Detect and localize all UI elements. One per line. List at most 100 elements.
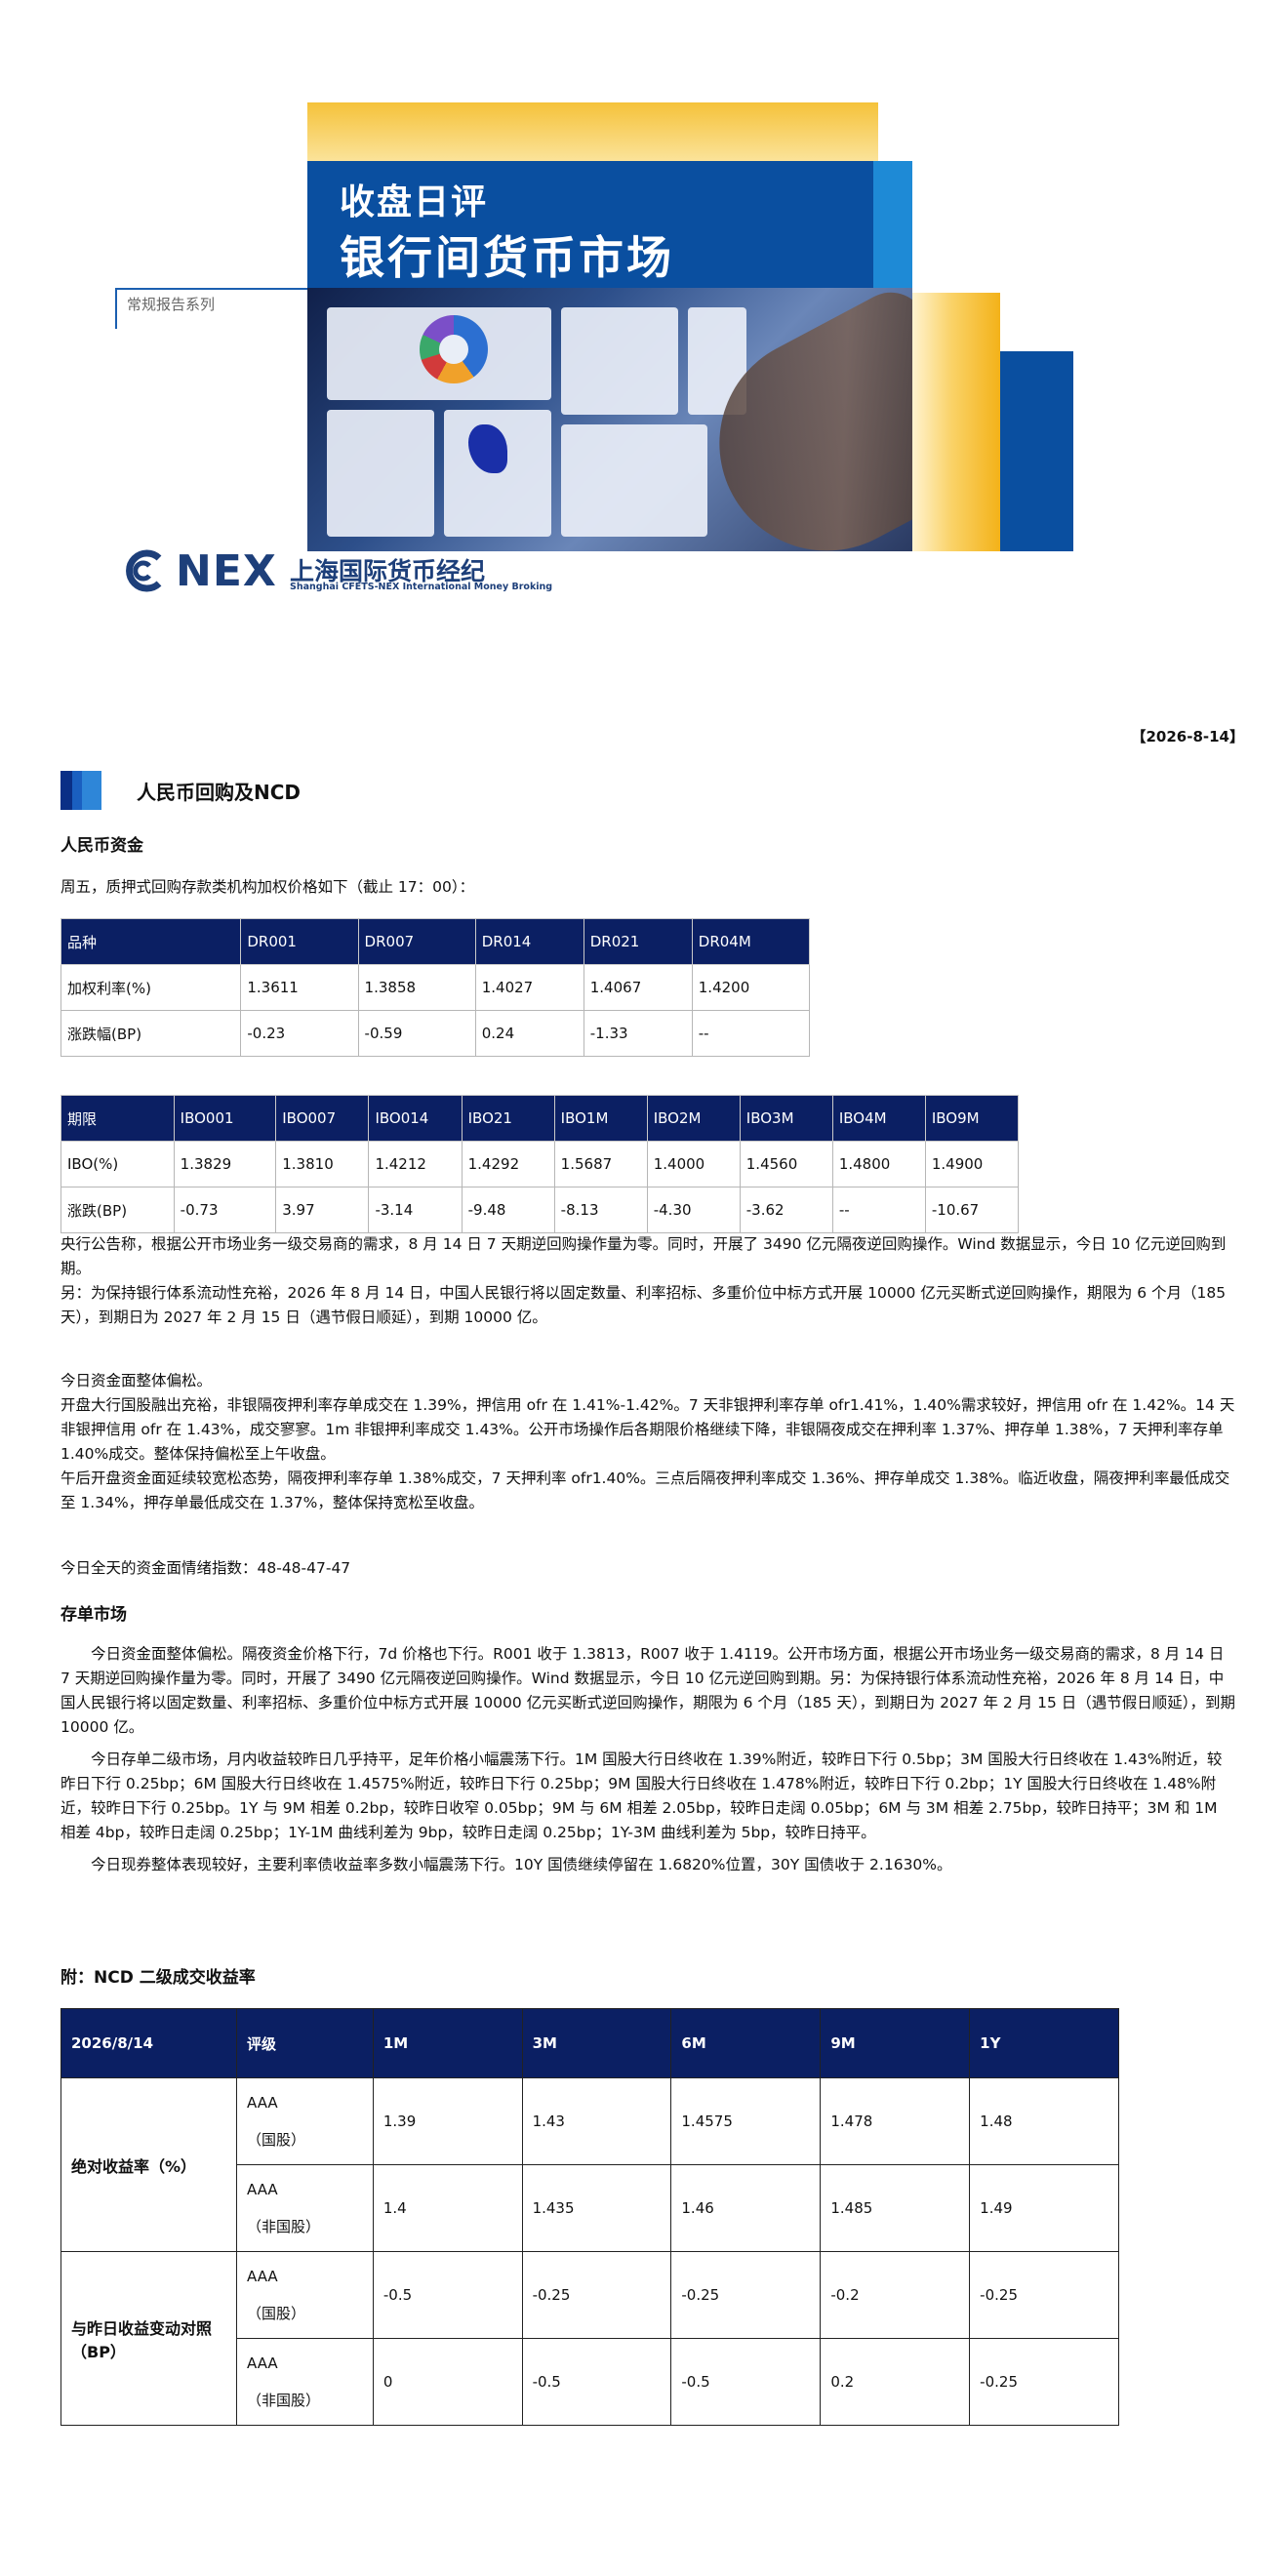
- table-header-cell: IBO9M: [924, 1095, 1020, 1142]
- table-cell: IBO(%): [60, 1141, 175, 1187]
- table-cell: -0.2: [820, 2251, 971, 2339]
- table-header-cell: 3M: [521, 2008, 672, 2078]
- section-title: 人民币回购及NCD: [137, 781, 302, 804]
- table-cell: 1.4800: [831, 1141, 926, 1187]
- table-cell: -3.14: [368, 1187, 463, 1233]
- rmb-funds-intro: 周五，质押式回购存款类机构加权价格如下（截止 17：00）：: [60, 878, 475, 896]
- table-cell: 1.4292: [461, 1141, 555, 1187]
- table-cell: --: [691, 1010, 811, 1057]
- series-label: 常规报告系列: [127, 296, 216, 313]
- series-rule-vertical: [115, 288, 117, 329]
- table-cell: 涨跌幅(BP): [60, 1010, 242, 1057]
- table-header-cell: 9M: [820, 2008, 971, 2078]
- table-cell: -1.33: [583, 1010, 693, 1057]
- table-cell: -0.5: [372, 2251, 523, 2339]
- table-cell: 1.4200: [691, 964, 811, 1011]
- table-cell: 1.435: [521, 2164, 672, 2252]
- table-header-cell: IBO1M: [553, 1095, 648, 1142]
- table-cell: -0.25: [969, 2338, 1119, 2426]
- cover-yellow-fade: [912, 293, 1000, 551]
- cd-market-heading: 存单市场: [60, 1605, 127, 1625]
- table-cell: -0.25: [670, 2251, 822, 2339]
- table-cell: -9.48: [461, 1187, 555, 1233]
- table-cell: 0: [372, 2338, 523, 2426]
- pboc-announcement: 央行公告称，根据公开市场业务一级交易商的需求，8 月 14 日 7 天期逆回购操…: [60, 1232, 1236, 1330]
- table-header-cell: IBO3M: [739, 1095, 833, 1142]
- table-cell: 1.3858: [357, 964, 476, 1011]
- table-header-row: 2026/8/14 评级 1M 3M 6M 9M 1Y: [60, 2008, 1119, 2078]
- table-cell: 1.4212: [368, 1141, 463, 1187]
- table-cell: 1.4: [372, 2164, 523, 2252]
- cover-tablet-photo: [307, 288, 912, 551]
- table-row: AAA （非国股） 1.4 1.435 1.46 1.485 1.49: [61, 2164, 1119, 2252]
- cover-yellow-bar: [307, 102, 878, 161]
- paragraph: 开盘大行国股融出充裕，非银隔夜押利率存单成交在 1.39%，押信用 ofr 在 …: [60, 1396, 1235, 1463]
- table-row: 涨跌幅(BP) -0.23 -0.59 0.24 -1.33 --: [60, 1010, 811, 1057]
- table-cell: 1.4027: [474, 964, 584, 1011]
- table-row: 与昨日收益变动对照（BP） AAA （国股） -0.5 -0.25 -0.25 …: [60, 2251, 1119, 2426]
- table-header-cell: IBO014: [368, 1095, 463, 1142]
- grade-bottom: （国股）: [247, 2305, 306, 2322]
- funding-commentary: 今日资金面整体偏松。 开盘大行国股融出充裕，非银隔夜押利率存单成交在 1.39%…: [60, 1369, 1236, 1515]
- table-row: IBO(%) 1.3829 1.3810 1.4212 1.4292 1.568…: [60, 1141, 1020, 1187]
- table-header-cell: 期限: [60, 1095, 175, 1142]
- table-cell: -4.30: [646, 1187, 741, 1233]
- paragraph: 午后开盘资金面延续较宽松态势，隔夜押利率存单 1.38%成交，7 天押利率 of…: [60, 1469, 1230, 1511]
- table-cell: 1.4900: [924, 1141, 1020, 1187]
- table-cell: 0.2: [820, 2338, 971, 2426]
- table-header-row: 品种 DR001 DR007 DR014 DR021 DR04M: [60, 918, 811, 965]
- cover-title-line2: 银行间货币市场: [340, 231, 674, 284]
- table-header-cell: DR04M: [691, 918, 811, 965]
- table-cell: 1.4067: [583, 964, 693, 1011]
- table-cell: 加权利率(%): [60, 964, 242, 1011]
- table-header-cell: IBO2M: [646, 1095, 741, 1142]
- table-cell: -0.59: [357, 1010, 476, 1057]
- grade-bottom: （非国股）: [247, 2392, 321, 2409]
- table-cell: 1.485: [820, 2164, 971, 2252]
- table-header-cell: DR001: [240, 918, 359, 965]
- cover-title-strip: [873, 161, 912, 288]
- grade-top: AAA: [247, 2094, 278, 2112]
- table-cell: 涨跌(BP): [60, 1187, 175, 1233]
- table-cell: 1.43: [521, 2077, 672, 2165]
- table-header-cell: IBO21: [461, 1095, 555, 1142]
- table-header-row: 期限 IBO001 IBO007 IBO014 IBO21 IBO1M IBO2…: [60, 1095, 1020, 1142]
- table-row: 涨跌(BP) -0.73 3.97 -3.14 -9.48 -8.13 -4.3…: [60, 1187, 1020, 1233]
- paragraph: 今日资金面整体偏松。隔夜资金价格下行，7d 价格也下行。R001 收于 1.38…: [60, 1645, 1235, 1736]
- table-header-cell: 1Y: [969, 2008, 1119, 2078]
- nex-logo-icon: [126, 549, 162, 592]
- table-cell: --: [831, 1187, 926, 1233]
- paragraph: 今日现券整体表现较好，主要利率债收益率多数小幅震荡下行。10Y 国债继续停留在 …: [91, 1856, 952, 1873]
- paragraph: 今日资金面整体偏松。: [60, 1372, 213, 1389]
- appendix-title: 附：NCD 二级成交收益率: [60, 1968, 256, 1988]
- table-cell: -0.73: [173, 1187, 277, 1233]
- paragraph: 另：为保持银行体系流动性充裕，2026 年 8 月 14 日，中国人民银行将以固…: [60, 1284, 1227, 1326]
- table-cell: 1.4575: [670, 2077, 822, 2165]
- grade-top: AAA: [247, 2355, 278, 2372]
- table-header-cell: IBO001: [173, 1095, 277, 1142]
- table-cell: 1.46: [670, 2164, 822, 2252]
- cover-blue-square: [1000, 351, 1073, 551]
- cover-title-line1: 收盘日评: [340, 182, 489, 222]
- table-cell: 1.3810: [275, 1141, 370, 1187]
- grade-top: AAA: [247, 2268, 278, 2285]
- table-row: 绝对收益率（%） AAA （国股） 1.39 1.43 1.4575 1.478…: [60, 2077, 1119, 2252]
- table-header-cell: IBO4M: [831, 1095, 926, 1142]
- table-cell: 1.478: [820, 2077, 971, 2165]
- sentiment-index: 今日全天的资金面情绪指数：48-48-47-47: [60, 1559, 351, 1577]
- table-cell: -10.67: [924, 1187, 1020, 1233]
- table-row: 加权利率(%) 1.3611 1.3858 1.4027 1.4067 1.42…: [60, 964, 811, 1011]
- table-header-cell: DR014: [474, 918, 584, 965]
- grade-cell: AAA （非国股）: [236, 2164, 374, 2252]
- grade-top: AAA: [247, 2181, 278, 2198]
- grade-bottom: （国股）: [247, 2131, 306, 2149]
- ibo-rate-table: 期限 IBO001 IBO007 IBO014 IBO21 IBO1M IBO2…: [60, 1095, 1020, 1233]
- table-cell: 1.3611: [240, 964, 359, 1011]
- table-cell: -0.5: [670, 2338, 822, 2426]
- table-header-cell: 2026/8/14: [60, 2008, 238, 2078]
- table-cell: 1.5687: [553, 1141, 648, 1187]
- grade-cell: AAA （非国股）: [236, 2338, 374, 2426]
- table-cell: 1.4000: [646, 1141, 741, 1187]
- paragraph: 央行公告称，根据公开市场业务一级交易商的需求，8 月 14 日 7 天期逆回购操…: [60, 1235, 1227, 1277]
- rmb-funds-heading: 人民币资金: [60, 836, 143, 856]
